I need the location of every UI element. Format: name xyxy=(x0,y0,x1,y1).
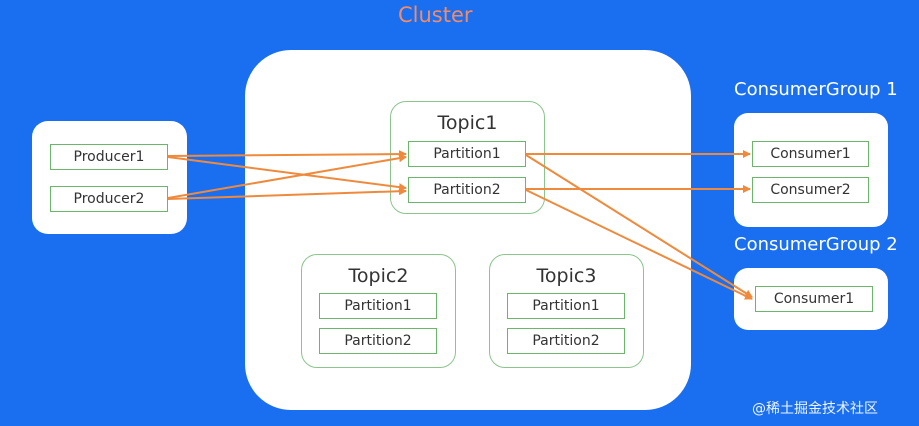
topic-1-partition-2: Partition2 xyxy=(408,177,526,203)
topic-2-partition-1: Partition1 xyxy=(319,293,437,319)
topic-2-partition-2: Partition2 xyxy=(319,328,437,354)
producer-group xyxy=(32,121,187,234)
topic-3-partition-2: Partition2 xyxy=(507,328,625,354)
consumer-group-1-label: ConsumerGroup 1 xyxy=(734,79,898,100)
consumer-group-1-consumer-2: Consumer2 xyxy=(752,177,869,203)
topic-3-label: Topic3 xyxy=(536,265,597,287)
producer-2: Producer2 xyxy=(50,186,168,212)
consumer-group-1-box xyxy=(734,113,888,227)
topic-2-label: Topic2 xyxy=(348,265,409,287)
topic-3-partition-1: Partition1 xyxy=(507,293,625,319)
producer-1: Producer1 xyxy=(50,144,168,170)
watermark: @稀土掘金技术社区 xyxy=(752,401,878,417)
topic-1-partition-1: Partition1 xyxy=(408,141,526,167)
consumer-group-2-label: ConsumerGroup 2 xyxy=(734,234,898,255)
cluster-title: Cluster xyxy=(398,3,473,27)
topic-1-label: Topic1 xyxy=(437,112,498,134)
consumer-group-2-consumer-1: Consumer1 xyxy=(755,286,873,312)
consumer-group-1-consumer-1: Consumer1 xyxy=(752,141,869,167)
